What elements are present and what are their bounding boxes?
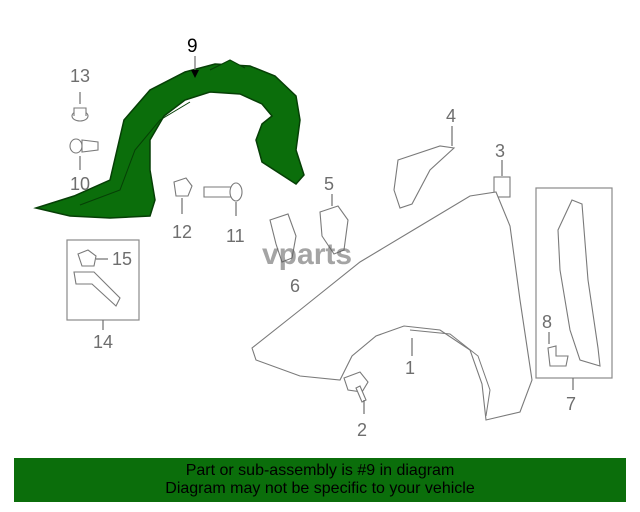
- callout-4[interactable]: 4: [446, 106, 456, 126]
- callout-2[interactable]: 2: [357, 420, 367, 440]
- arrowhead-9: [191, 70, 199, 78]
- bracket-part-14[interactable]: [73, 271, 121, 307]
- info-banner: Part or sub-assembly is #9 in diagram Di…: [14, 458, 626, 502]
- callout-8[interactable]: 8: [542, 312, 552, 332]
- vparts-watermark: vparts: [262, 238, 352, 271]
- callout-13[interactable]: 13: [70, 66, 90, 86]
- callout-1[interactable]: 1: [405, 358, 415, 378]
- nut-part-15[interactable]: [77, 249, 97, 267]
- banner-line-2: Diagram may not be specific to your vehi…: [165, 480, 475, 497]
- nut-clip-part-12[interactable]: [173, 177, 193, 197]
- callout-10[interactable]: 10: [70, 174, 90, 194]
- pad-part-3[interactable]: [493, 176, 511, 198]
- sub-assembly-box-7: [535, 187, 613, 379]
- callout-6[interactable]: 6: [290, 276, 300, 296]
- exploded-parts-diagram: 9 13 10 12 11: [33, 36, 613, 440]
- side-panel-part-7[interactable]: [557, 199, 601, 367]
- callout-9[interactable]: 9: [187, 36, 198, 57]
- callout-3[interactable]: 3: [495, 141, 505, 161]
- bracket-part-6[interactable]: [269, 213, 297, 263]
- callout-12[interactable]: 12: [172, 222, 192, 242]
- callout-7[interactable]: 7: [566, 394, 576, 414]
- bracket-part-4[interactable]: [393, 145, 456, 209]
- callout-15[interactable]: 15: [112, 249, 132, 269]
- bolt-part-2[interactable]: [343, 371, 369, 403]
- front-fender-part-1[interactable]: [251, 191, 533, 421]
- callout-5[interactable]: 5: [324, 174, 334, 194]
- callout-14[interactable]: 14: [93, 332, 113, 352]
- callout-11[interactable]: 11: [226, 226, 245, 246]
- clip-part-8[interactable]: [547, 345, 569, 367]
- banner-line-1: Part or sub-assembly is #9 in diagram: [185, 462, 455, 479]
- bolt-part-11[interactable]: [203, 182, 243, 202]
- clip-part-13[interactable]: [71, 107, 89, 122]
- bracket-part-5[interactable]: [319, 205, 349, 255]
- fender-liner-part-9[interactable]: [33, 59, 305, 219]
- grommet-part-10[interactable]: [69, 138, 99, 154]
